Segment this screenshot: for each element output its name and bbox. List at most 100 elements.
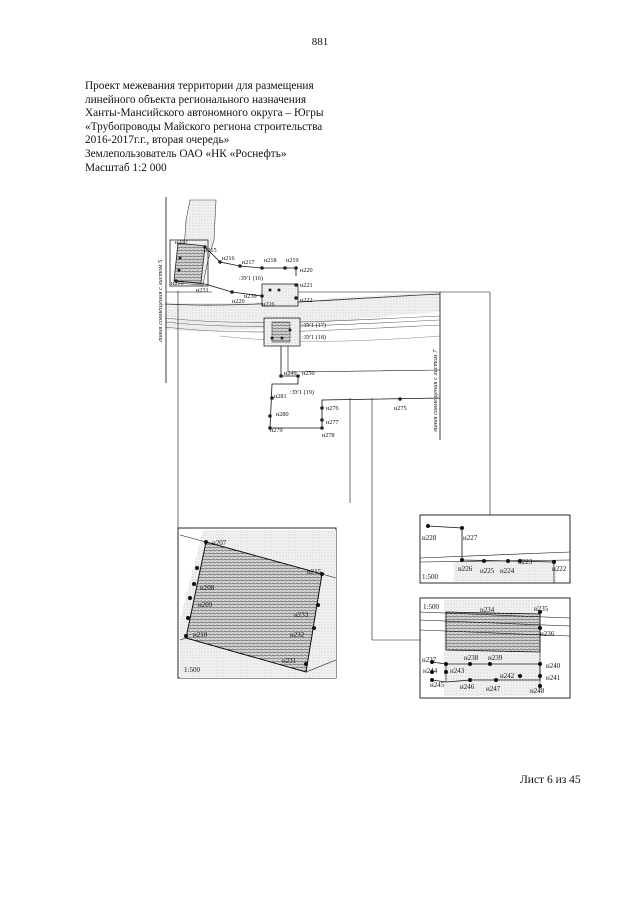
- match-line-label: линия совмещения с листом 7: [432, 349, 439, 433]
- point-label: н239: [488, 654, 503, 662]
- point-label: н225: [480, 567, 495, 575]
- point-label: н240: [546, 662, 561, 670]
- survey-point: [178, 256, 182, 260]
- point-label: н280: [276, 411, 289, 418]
- point-label: н235: [534, 605, 549, 613]
- point-label: н275: [394, 405, 407, 412]
- point-label: н238: [464, 654, 479, 662]
- survey-point: [230, 290, 234, 294]
- point-label: н219: [286, 257, 299, 264]
- survey-point: [283, 266, 287, 270]
- point-label: н231: [282, 657, 297, 665]
- match-line-label: линия совмещения с листом 5: [157, 259, 164, 343]
- point-label: н281: [274, 393, 287, 400]
- point-label: н210: [193, 631, 208, 639]
- point-label: н236: [540, 630, 555, 638]
- point-label: н277: [326, 419, 339, 426]
- point-label: н244: [423, 667, 438, 675]
- point-label: н250: [302, 370, 315, 377]
- survey-point: [174, 279, 178, 283]
- inset-top-right: н228 н227 н223 н226 н225 н224 н222 1:500: [419, 514, 571, 584]
- survey-point: [270, 336, 274, 340]
- survey-point: [398, 397, 402, 401]
- point-label: н243: [450, 667, 465, 675]
- point-label: н234: [480, 606, 495, 614]
- sheet-number: Лист 6 из 45: [520, 774, 581, 786]
- boundary-line: [269, 346, 441, 429]
- survey-point: [294, 283, 298, 287]
- survey-point: [320, 418, 324, 422]
- point-label: н227: [463, 534, 478, 542]
- inset-bottom-right: н234 н235 н236 н237 н238 н239 н240 н244 …: [419, 597, 571, 699]
- point-label: н248: [530, 687, 545, 695]
- point-label: н228: [422, 534, 437, 542]
- header-line: линейного объекта регионального назначен…: [85, 93, 307, 106]
- survey-point: [320, 426, 324, 430]
- point-label: н245: [430, 681, 445, 689]
- parcel-label: :ЗУ1 (16): [239, 275, 263, 282]
- point-label: н247: [486, 685, 501, 693]
- parcel-label: :ЗУ1 (19): [290, 389, 314, 396]
- survey-point: [268, 414, 272, 418]
- survey-point: [294, 266, 298, 270]
- survey-point: [218, 260, 222, 264]
- survey-point: [270, 396, 274, 400]
- point-label: н207: [175, 239, 188, 246]
- point-label: н209: [198, 601, 213, 609]
- survey-point: [277, 288, 281, 292]
- point-label: н216: [222, 255, 235, 262]
- point-label: н217: [242, 259, 255, 266]
- parcel-label: :ЗУ1 (17): [302, 322, 326, 329]
- survey-point: [238, 264, 242, 268]
- point-label: н229: [232, 298, 245, 305]
- survey-point: [268, 288, 272, 292]
- point-label: н230: [244, 293, 257, 300]
- page-number: 881: [311, 36, 329, 48]
- scale-label: 1:500: [423, 603, 439, 611]
- survey-point: [280, 336, 284, 340]
- survey-point: [320, 406, 324, 410]
- point-label: н232: [290, 631, 305, 639]
- point-label: н276: [326, 405, 339, 412]
- point-label: н237: [422, 656, 437, 664]
- point-label: н233: [294, 611, 309, 619]
- parcel-hatch: [173, 242, 206, 284]
- point-label: н226: [262, 301, 275, 308]
- point-label: н242: [500, 672, 515, 680]
- survey-point: [296, 374, 300, 378]
- point-label: н278: [322, 432, 335, 439]
- inset-left: н207 н208 н209 н210 н215 н233 н232 н231 …: [177, 527, 337, 679]
- point-label: н221: [300, 282, 313, 289]
- header-line: Ханты-Мансийского автономного округа – Ю…: [85, 107, 324, 120]
- point-label: н226: [458, 565, 473, 573]
- header-line: «Трубопроводы Майского региона строитель…: [85, 120, 323, 133]
- point-label: н224: [500, 567, 515, 575]
- point-label: н210: [171, 280, 184, 287]
- point-label: н208: [200, 584, 215, 592]
- point-label: н231: [196, 287, 209, 294]
- survey-point: [268, 426, 272, 430]
- point-label: н215: [204, 247, 217, 254]
- parcel-label: :ЗУ1 (18): [302, 334, 326, 341]
- main-map: н207 н215 н216 н217 н218 н219 н220 н221 …: [157, 197, 491, 641]
- survey-point: [177, 268, 181, 272]
- scale-label: 1:500: [422, 573, 438, 581]
- header-line: Проект межевания территории для размещен…: [85, 80, 314, 92]
- survey-point: [279, 374, 283, 378]
- survey-point: [260, 266, 264, 270]
- point-label: н246: [460, 683, 475, 691]
- point-label: н222: [552, 565, 567, 573]
- point-label: н222: [300, 297, 313, 304]
- survey-point: [288, 328, 292, 332]
- document-header: Проект межевания территории для размещен…: [85, 80, 323, 175]
- point-label: н241: [546, 674, 561, 682]
- point-label: н207: [212, 539, 227, 547]
- road-corridor: [165, 292, 440, 332]
- header-line: 2016-2017г.г., вторая очередь»: [85, 134, 230, 147]
- survey-point: [260, 294, 264, 298]
- scale-label: 1:500: [184, 666, 200, 674]
- header-line: Землепользователь ОАО «НК «Роснефть»: [85, 147, 287, 160]
- header-line: Масштаб 1:2 000: [85, 161, 167, 174]
- point-label: н279: [270, 427, 283, 434]
